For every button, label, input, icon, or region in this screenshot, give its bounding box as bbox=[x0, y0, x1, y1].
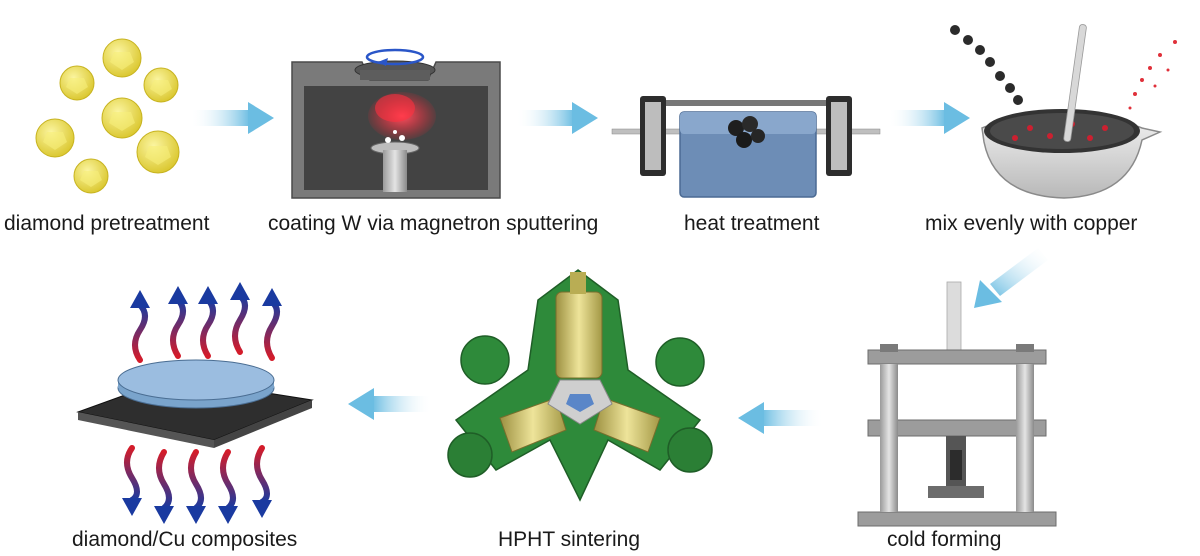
step-label-diamond-cu-composites: diamond/Cu composites bbox=[72, 528, 298, 551]
flow-arrow-4-to-5 bbox=[974, 248, 1048, 308]
diamond-particle bbox=[101, 97, 143, 139]
diamond-particle bbox=[136, 130, 180, 174]
rotation-arrow-icon bbox=[365, 48, 425, 66]
step-label-diamond-pretreatment: diamond pretreatment bbox=[4, 212, 210, 235]
diamond-particle bbox=[143, 67, 179, 103]
diamond-particle bbox=[73, 158, 109, 194]
flow-arrow-5-to-6 bbox=[738, 402, 824, 434]
flow-arrow-6-to-7 bbox=[348, 388, 432, 420]
mixing-bowl-illustration bbox=[950, 24, 1177, 199]
step-label-heat-treatment: heat treatment bbox=[684, 212, 820, 235]
flow-arrow-1-to-2 bbox=[190, 102, 274, 134]
tube-furnace-illustration bbox=[611, 96, 881, 198]
step-label-cold-forming: cold forming bbox=[887, 528, 1002, 551]
composite-chip-illustration bbox=[76, 282, 314, 524]
diamond-particles-illustration bbox=[35, 38, 180, 194]
step-label-coating-w: coating W via magnetron sputtering bbox=[268, 212, 599, 235]
diamond-particle bbox=[35, 118, 75, 158]
diamond-particle bbox=[59, 65, 95, 101]
hpht-press-illustration bbox=[447, 269, 713, 502]
heat-flow-down-arrows bbox=[124, 445, 270, 511]
cold-press-illustration bbox=[857, 281, 1057, 527]
diamond-particle bbox=[102, 38, 142, 78]
step-label-mix-with-copper: mix evenly with copper bbox=[925, 212, 1138, 235]
flow-arrow-3-to-4 bbox=[888, 102, 970, 134]
step-label-hpht-sintering: HPHT sintering bbox=[498, 528, 640, 551]
heat-flow-up-arrows bbox=[132, 293, 280, 363]
flow-arrow-2-to-3 bbox=[516, 102, 598, 134]
sputtering-chamber-illustration bbox=[291, 48, 501, 199]
